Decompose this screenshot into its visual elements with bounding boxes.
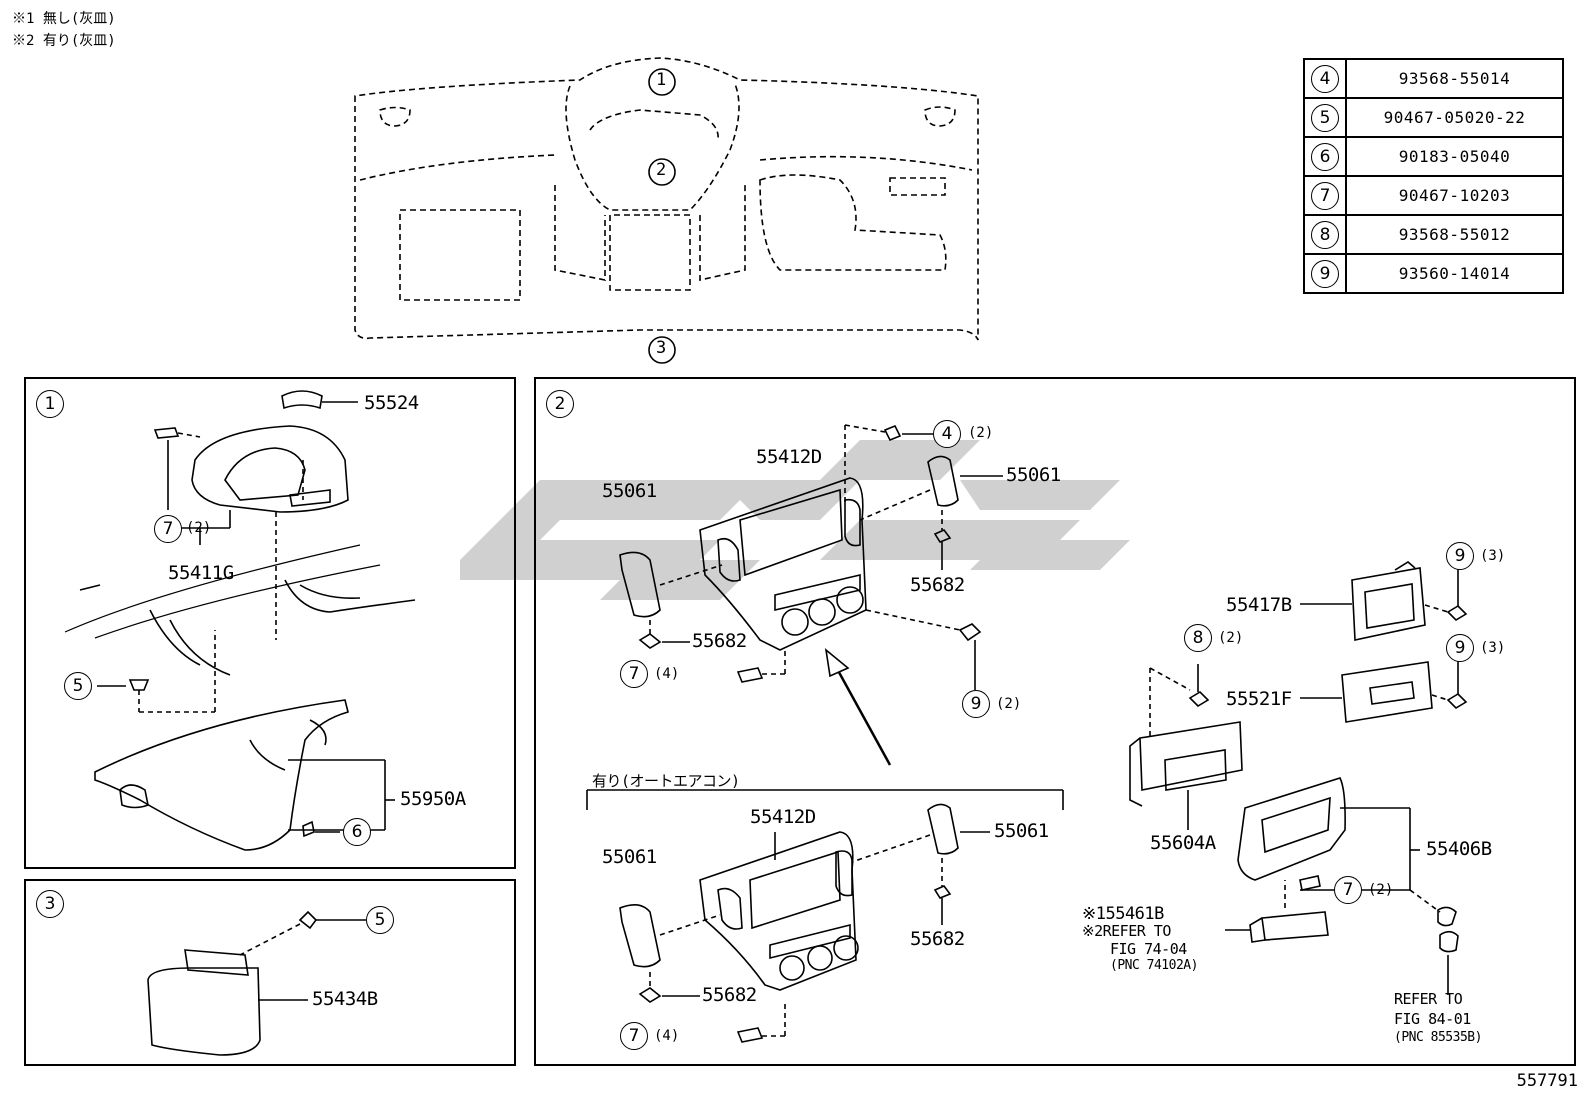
audio-area-drawing [1129,561,1468,995]
part-55061-lower-left[interactable]: 55061 [602,846,657,868]
part-55061-upper-left[interactable]: 55061 [602,480,657,502]
part-55950A[interactable]: 55950A [400,788,466,810]
part-55682-upper-left[interactable]: 55682 [692,630,747,652]
parts-table-ref[interactable]: 7 [1311,181,1339,210]
ashtray-ref-line2: ※2REFER TO [1082,922,1171,940]
parts-table-part-number[interactable]: 90183-05040 [1345,136,1564,177]
panel2-callout-4[interactable]: 4 [933,420,961,448]
parts-table-part-number[interactable]: 93560-14014 [1345,253,1564,294]
auto-ac-label: 有り(オートエアコン) [592,772,740,790]
part-55417B[interactable]: 55417B [1226,594,1292,616]
lighter-ref-line3: (PNC 85535B) [1394,1030,1482,1045]
overview-callout-2[interactable]: 2 [656,160,666,180]
panel2-qty-4: (2) [968,425,994,441]
panel3-drawing [147,910,366,1056]
part-55412D-upper[interactable]: 55412D [756,446,822,468]
panel2-qty-7-upper: (4) [654,666,680,682]
note-1: ※1 無し(灰皿) [12,11,116,27]
panel2-callout-9[interactable]: 9 [962,690,990,718]
part-55061-lower-right[interactable]: 55061 [994,820,1049,842]
part-55521F[interactable]: 55521F [1226,688,1292,710]
ashtray-ref-line1[interactable]: ※155461B [1082,904,1164,924]
parts-table-ref[interactable]: 5 [1311,103,1339,132]
parts-table-ref[interactable]: 8 [1311,220,1339,249]
parts-table-ref[interactable]: 6 [1311,142,1339,171]
panel2-upper-drawing [619,424,1003,766]
panel1-callout-6[interactable]: 6 [343,818,371,846]
auto-ac-bracket [586,789,1064,810]
parts-table-part-number[interactable]: 90467-05020-22 [1345,97,1564,138]
ashtray-ref-line3: FIG 74-04 [1110,940,1187,958]
panel1-callout-5[interactable]: 5 [64,672,92,700]
note-2: ※2 有り(灰皿) [12,33,116,49]
parts-table-ref[interactable]: 4 [1311,64,1339,93]
panel1-drawing [64,390,416,851]
part-55524[interactable]: 55524 [364,392,419,414]
overview-callout-1[interactable]: 1 [656,70,666,90]
panel2-index[interactable]: 2 [546,390,574,418]
audio-qty-9b: (3) [1480,640,1506,656]
panel1-index[interactable]: 1 [36,390,64,418]
part-55406B[interactable]: 55406B [1426,838,1492,860]
parts-table-part-number[interactable]: 90467-10203 [1345,175,1564,216]
audio-callout-9b[interactable]: 9 [1446,634,1474,662]
part-55682-lower-right[interactable]: 55682 [910,928,965,950]
part-55061-upper-right[interactable]: 55061 [1006,464,1061,486]
audio-qty-8: (2) [1218,630,1244,646]
part-55604A[interactable]: 55604A [1150,832,1216,854]
lighter-ref-line1: REFER TO [1394,990,1463,1008]
panel1-callout-7[interactable]: 7 [154,515,182,543]
part-55411G[interactable]: 55411G [168,562,234,584]
part-55682-lower-left[interactable]: 55682 [702,984,757,1006]
ashtray-ref-line4: (PNC 74102A) [1110,958,1198,973]
panel3-callout-5[interactable]: 5 [366,906,394,934]
panel2-callout-7-upper[interactable]: 7 [620,660,648,688]
overview-callout-3[interactable]: 3 [656,338,666,358]
parts-table-ref[interactable]: 9 [1311,259,1339,288]
panel2-callout-7-lower[interactable]: 7 [620,1022,648,1050]
illustration-id: 557791 [1516,1071,1578,1091]
part-55682-upper-right[interactable]: 55682 [910,574,965,596]
dashboard-overview [354,57,979,341]
audio-callout-7[interactable]: 7 [1334,876,1362,904]
panel1-qty-7: (2) [186,520,212,536]
audio-qty-7: (2) [1368,882,1394,898]
part-55412D-lower[interactable]: 55412D [750,806,816,828]
notes: ※1 無し(灰皿) ※2 有り(灰皿) [12,8,116,52]
panel3-index[interactable]: 3 [36,890,64,918]
audio-callout-8[interactable]: 8 [1184,624,1212,652]
audio-callout-9a[interactable]: 9 [1446,542,1474,570]
panel2-qty-9: (2) [996,696,1022,712]
parts-table-part-number[interactable]: 93568-55014 [1345,58,1564,99]
audio-qty-9a: (3) [1480,548,1506,564]
panel2-qty-7-lower: (4) [654,1028,680,1044]
lighter-ref-line2: FIG 84-01 [1394,1010,1471,1028]
parts-table-part-number[interactable]: 93568-55012 [1345,214,1564,255]
panel2-lower-drawing [619,803,990,1043]
part-55434B[interactable]: 55434B [312,988,378,1010]
